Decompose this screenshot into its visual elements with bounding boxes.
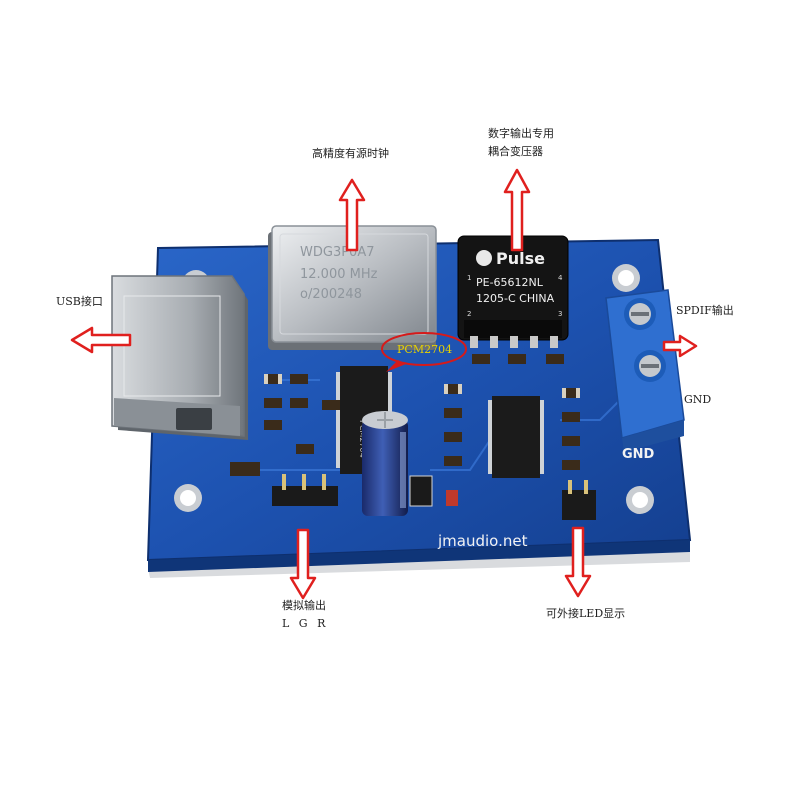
label-oscillator: 高精度有源时钟 bbox=[312, 147, 389, 160]
label-spdif: SPDIF输出 bbox=[676, 304, 734, 317]
mounting-hole bbox=[174, 484, 202, 512]
label-analog-line1: 模拟输出 bbox=[282, 599, 326, 612]
label-transformer-line1: 数字输出专用 bbox=[488, 127, 554, 140]
chip-callout-text: PCM2704 bbox=[397, 343, 452, 356]
pulse-logo-icon bbox=[476, 250, 492, 266]
chip-highlight bbox=[381, 332, 467, 372]
label-usb: USB接口 bbox=[56, 295, 103, 308]
electrolytic-capacitor bbox=[362, 411, 408, 516]
board-shadow bbox=[148, 552, 690, 578]
oscillator-text-line3: o/200248 bbox=[300, 287, 362, 302]
arrow-up-icon bbox=[503, 168, 531, 252]
pulse-transformer: Pulse PE-65612NL 1205-C CHINA 1 4 3 2 bbox=[457, 235, 569, 348]
arrow-down-icon bbox=[564, 526, 592, 598]
transformer-pin-label: 1 bbox=[467, 274, 471, 282]
mounting-hole bbox=[626, 486, 654, 514]
screw-terminal-block bbox=[605, 289, 685, 452]
usb-b-connector bbox=[111, 275, 248, 440]
label-led: 可外接LED显示 bbox=[546, 607, 626, 620]
terminal-screw bbox=[624, 298, 656, 330]
oscillator-text-line1: WDG3P0A7 bbox=[300, 245, 374, 260]
transformer-pin-label: 2 bbox=[467, 310, 471, 318]
soic-ic bbox=[488, 396, 544, 478]
silkscreen-gnd: GND bbox=[622, 447, 655, 462]
transformer-pins bbox=[470, 336, 558, 348]
arrow-up-icon bbox=[338, 178, 366, 252]
label-transformer-line2: 耦合变压器 bbox=[488, 145, 543, 158]
transformer-pin-label: 3 bbox=[558, 310, 562, 318]
transformer-pin-label: 4 bbox=[558, 274, 563, 282]
terminal-screw bbox=[634, 350, 666, 382]
arrow-left-icon bbox=[70, 326, 132, 354]
arrow-down-icon bbox=[289, 528, 317, 600]
label-gnd: GND bbox=[684, 393, 712, 406]
silkscreen-url: jmaudio.net bbox=[437, 532, 528, 550]
oscillator-text-line2: 12.000 MHz bbox=[300, 267, 378, 282]
smd-components bbox=[230, 354, 580, 507]
led-header bbox=[562, 480, 596, 520]
transformer-brand: Pulse bbox=[496, 249, 545, 268]
analog-output-header bbox=[272, 474, 338, 506]
label-analog-line2: L G R bbox=[282, 617, 329, 630]
transformer-batch: 1205-C CHINA bbox=[476, 292, 555, 305]
mounting-hole bbox=[612, 264, 640, 292]
arrow-right-icon bbox=[662, 334, 698, 358]
transformer-part: PE-65612NL bbox=[476, 276, 544, 289]
